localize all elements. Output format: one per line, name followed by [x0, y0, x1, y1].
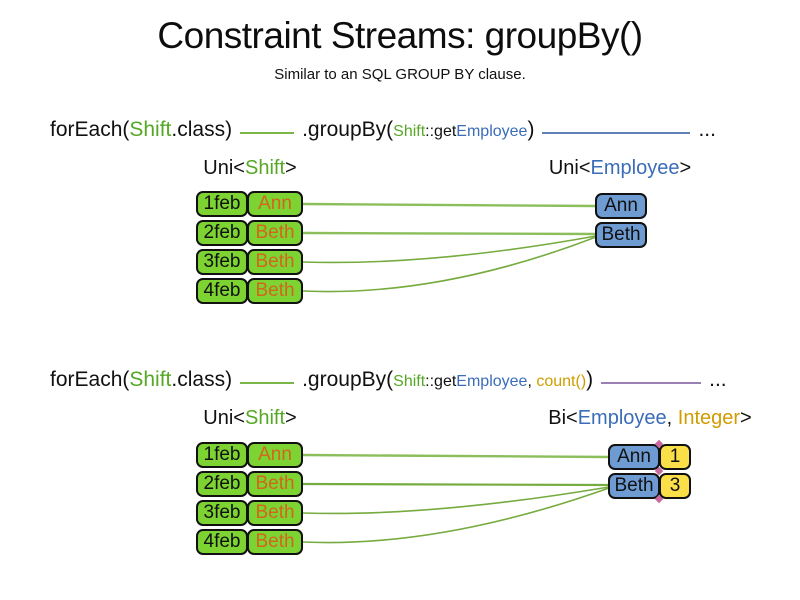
label-type: Shift: [244, 407, 286, 429]
group-row: Beth: [595, 222, 647, 248]
shift-employee-box: Ann: [247, 191, 303, 217]
code-groupby-open: .groupBy(: [302, 118, 394, 141]
employee-box: Ann: [595, 193, 647, 219]
shift-row: 2feb Beth: [196, 220, 303, 246]
shift-date-box: 2feb: [196, 471, 248, 497]
code-foreach-close: .class): [171, 118, 233, 141]
shift-date-box: 3feb: [196, 500, 248, 526]
shift-employee-box: Beth: [247, 500, 303, 526]
shift-row: 3feb Beth: [196, 500, 303, 526]
code-line-groupby: forEach(Shift.class) .groupBy(Shift::get…: [50, 118, 716, 148]
code-foreach-type: Shift: [129, 118, 172, 141]
shift-row: 3feb Beth: [196, 249, 303, 275]
code-close-paren: ): [586, 368, 594, 391]
stream-type-label-uni-shift-2: Uni<Shift>: [175, 407, 325, 430]
shift-date-box: 1feb: [196, 191, 248, 217]
shift-employee-box: Beth: [247, 278, 303, 304]
connector-4feb-beth-2: [302, 487, 610, 544]
count-box: 1: [659, 444, 691, 470]
code-ellipsis: ...: [698, 118, 716, 141]
group-row: Ann 1: [608, 444, 691, 470]
code-groupby-open: .groupBy(: [302, 368, 394, 391]
label-prefix: Uni<: [203, 407, 245, 429]
code-arg-type: Employee: [456, 123, 528, 140]
stream-connector-green: [240, 382, 295, 384]
connector-2feb-beth: [302, 231, 597, 236]
label-suffix: >: [285, 157, 297, 179]
group-row: Beth 3: [608, 473, 691, 499]
code-close-paren: ): [527, 118, 535, 141]
shift-date-box: 4feb: [196, 278, 248, 304]
group-row: Ann: [595, 193, 647, 219]
code-arg-accessor: ::get: [425, 123, 457, 140]
label-type: Shift: [244, 157, 286, 179]
shift-employee-box: Beth: [247, 249, 303, 275]
label-suffix: >: [285, 407, 297, 429]
label-type: Employee: [590, 157, 680, 179]
employee-box: Ann: [608, 444, 660, 470]
connector-1feb-ann: [302, 202, 597, 208]
shift-employee-box: Beth: [247, 220, 303, 246]
code-arg-class: Shift: [393, 123, 426, 140]
code-arg-class: Shift: [393, 373, 426, 390]
code-arg-type: Employee: [456, 373, 528, 390]
label-type1: Employee: [577, 407, 667, 429]
shift-row: 4feb Beth: [196, 278, 303, 304]
shift-row: 1feb Ann: [196, 191, 303, 217]
label-suffix: >: [740, 407, 752, 429]
code-arg-accessor: ::get: [425, 373, 457, 390]
shift-table: 1feb Ann 2feb Beth 3feb Beth 4feb Beth: [196, 191, 303, 307]
grouped-employees: Ann Beth: [595, 193, 647, 251]
stream-connector-green: [240, 132, 295, 134]
code-ellipsis: ...: [709, 368, 727, 391]
shift-employee-box: Ann: [247, 442, 303, 468]
label-prefix: Uni<: [203, 157, 245, 179]
stream-connector-blue: [542, 132, 691, 134]
code-foreach-close: .class): [171, 368, 233, 391]
code-line-groupby-count: forEach(Shift.class) .groupBy(Shift::get…: [50, 368, 727, 398]
shift-date-box: 3feb: [196, 249, 248, 275]
slide-title: Constraint Streams: groupBy(): [157, 15, 643, 56]
stream-type-label-bi-employee-integer: Bi<Employee, Integer>: [525, 407, 775, 430]
shift-employee-box: Beth: [247, 471, 303, 497]
connector-2feb-beth-2: [302, 482, 610, 487]
grouped-employees-with-counts: Ann 1 Beth 3: [608, 444, 691, 502]
label-type2: Integer: [677, 407, 741, 429]
shift-date-box: 2feb: [196, 220, 248, 246]
shift-row: 2feb Beth: [196, 471, 303, 497]
employee-box: Beth: [608, 473, 660, 499]
stream-connector-purple: [601, 382, 702, 384]
shift-date-box: 4feb: [196, 529, 248, 555]
label-prefix: Uni<: [548, 157, 591, 179]
shift-row: 4feb Beth: [196, 529, 303, 555]
employee-box: Beth: [595, 222, 647, 248]
shift-date-box: 1feb: [196, 442, 248, 468]
connector-3feb-beth-2: [302, 486, 610, 515]
stream-type-label-uni-employee: Uni<Employee>: [545, 157, 695, 180]
slide-subtitle: Similar to an SQL GROUP BY clause.: [274, 66, 526, 83]
shift-table-2: 1feb Ann 2feb Beth 3feb Beth 4feb Beth: [196, 442, 303, 558]
code-foreach-open: forEach(: [50, 368, 130, 391]
code-comma: ,: [527, 373, 537, 390]
shift-row: 1feb Ann: [196, 442, 303, 468]
code-foreach-open: forEach(: [50, 118, 130, 141]
connector-4feb-beth: [302, 236, 597, 293]
code-foreach-type: Shift: [129, 368, 172, 391]
stream-type-label-uni-shift: Uni<Shift>: [175, 157, 325, 180]
label-suffix: >: [679, 157, 692, 179]
shift-employee-box: Beth: [247, 529, 303, 555]
label-separator: ,: [666, 407, 678, 429]
code-collector: count(): [536, 373, 587, 390]
connector-1feb-ann-2: [302, 453, 611, 459]
count-box: 3: [659, 473, 691, 499]
label-prefix: Bi<: [548, 407, 578, 429]
connector-3feb-beth: [302, 235, 597, 264]
